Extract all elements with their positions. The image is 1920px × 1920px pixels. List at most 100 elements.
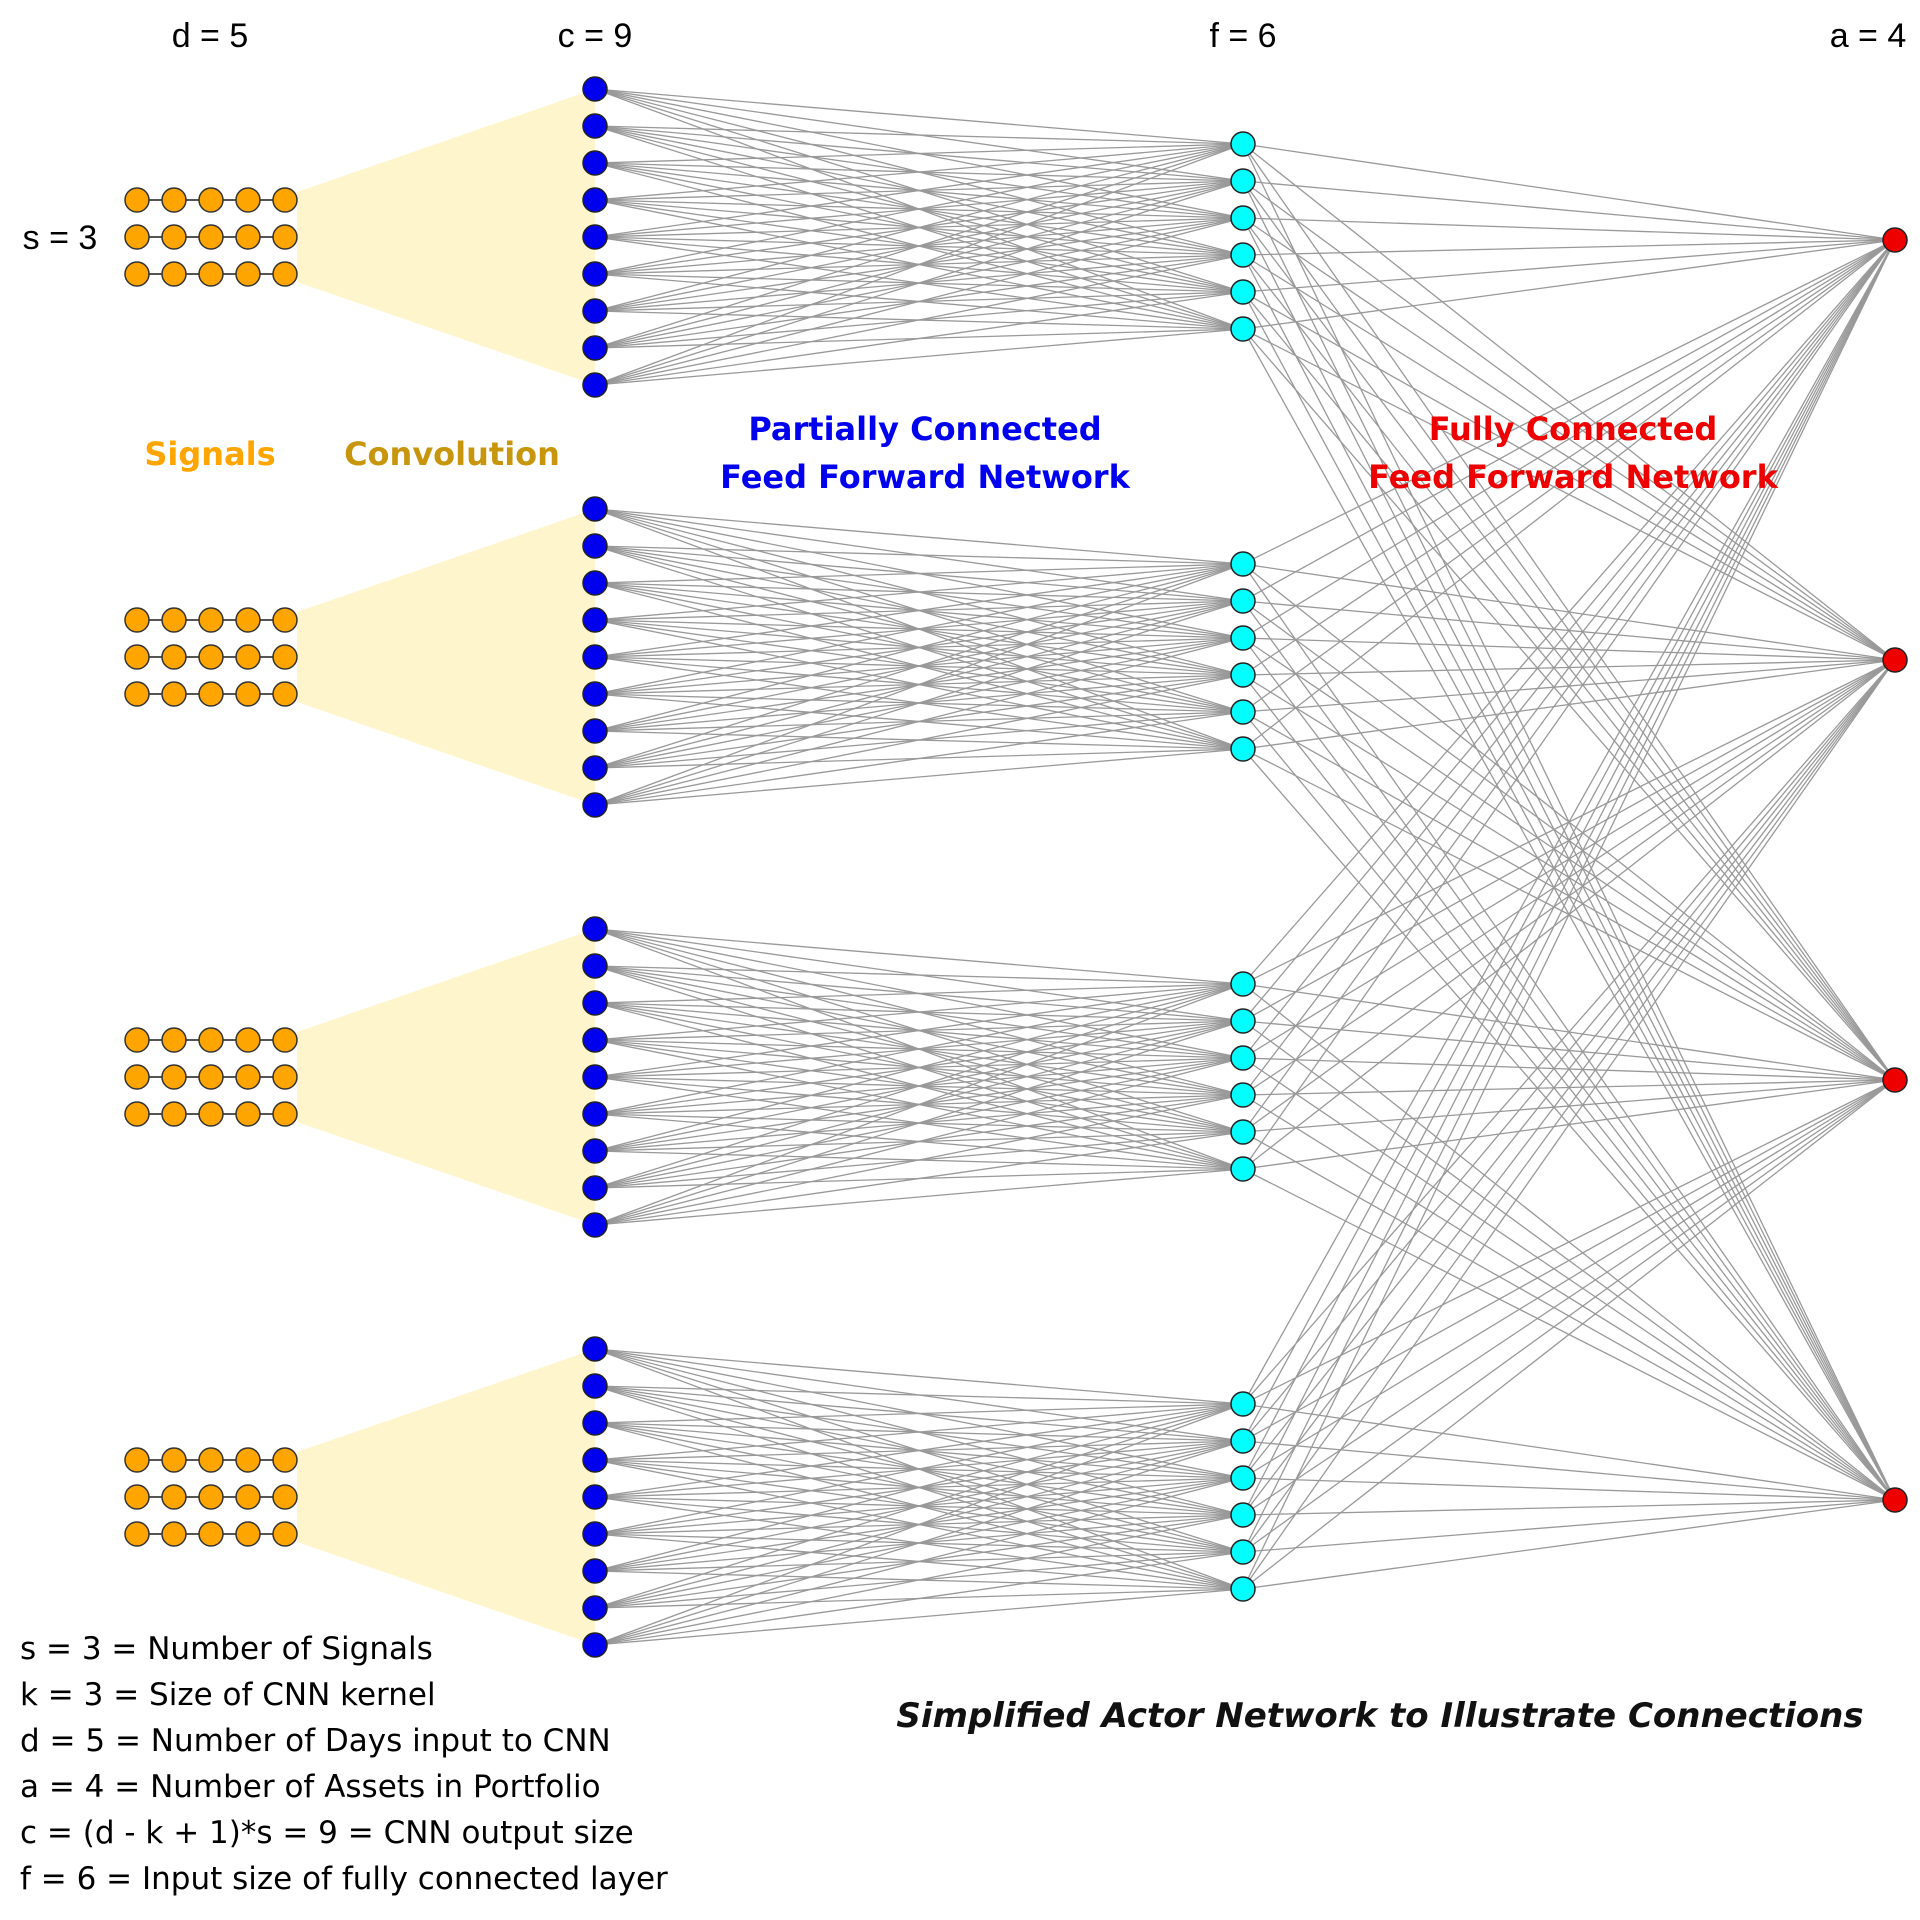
full-edge (1242, 217, 1896, 241)
partial-edge (594, 291, 1244, 386)
signal-node (124, 1521, 150, 1547)
full-edge (1242, 239, 1896, 256)
cnn-node (582, 1632, 608, 1658)
full-edge (1242, 239, 1896, 602)
cnn-node (582, 570, 608, 596)
legend-line-assets: a = 4 = Number of Assets in Portfolio (20, 1769, 601, 1805)
full-edge (1242, 239, 1896, 1479)
signal-node (198, 607, 224, 633)
cnn-node (582, 187, 608, 213)
fc-input-node (1230, 551, 1256, 577)
signal-node (124, 1447, 150, 1473)
header-s-label: s = 3 (23, 219, 98, 257)
partial-edge (594, 563, 1244, 806)
signal-node (124, 224, 150, 250)
partial-edge (594, 983, 1244, 1226)
full-edge (1242, 1440, 1896, 1501)
partial-edge (594, 711, 1244, 806)
signal-node (198, 261, 224, 287)
partial-edge (594, 88, 1244, 145)
signal-node (124, 1064, 150, 1090)
full-edge (1242, 239, 1896, 1170)
cnn-node (582, 1336, 608, 1362)
legend-line-fc-input: f = 6 = Input size of fully connected la… (20, 1861, 668, 1897)
signal-node (272, 1484, 298, 1510)
fc-input-node (1230, 168, 1256, 194)
full-edge (1242, 659, 1896, 1479)
partial-edge (594, 748, 1244, 806)
convolution-label: Convolution (344, 435, 560, 473)
cnn-node (582, 372, 608, 398)
partial-edge (594, 217, 1244, 386)
partial-edge (594, 143, 1244, 201)
full-edge (1242, 1079, 1896, 1442)
partial-edge (594, 983, 1244, 1004)
full-edge (1242, 659, 1896, 1442)
partial-edge (594, 983, 1244, 1115)
fc-input-node (1230, 1045, 1256, 1071)
signal-node (161, 224, 187, 250)
header-d-label: d = 5 (172, 17, 249, 55)
signal-node (124, 187, 150, 213)
signal-node (124, 644, 150, 670)
fc-input-node (1230, 1119, 1256, 1145)
full-edge (1242, 239, 1896, 1590)
legend: s = 3 = Number of Signals k = 3 = Size o… (20, 1631, 668, 1897)
full-edge (1242, 1079, 1896, 1553)
network-nodes (124, 76, 1908, 1658)
partial-edge (594, 1440, 1244, 1646)
signal-node (272, 1027, 298, 1053)
signal-node (272, 681, 298, 707)
full-edge (1242, 1079, 1896, 1516)
full-edge (1242, 1403, 1896, 1501)
convolution-cone-1 (297, 89, 595, 385)
signal-node (235, 1064, 261, 1090)
signal-node (272, 1521, 298, 1547)
signal-node (198, 644, 224, 670)
partial-edge (594, 965, 1244, 985)
signal-node (235, 261, 261, 287)
partial-edge (594, 983, 1244, 1041)
signal-node (124, 681, 150, 707)
signal-node (235, 1027, 261, 1053)
partial-edge (594, 143, 1244, 275)
partial-edge (594, 328, 1244, 386)
fc-input-node (1230, 1008, 1256, 1034)
partial-edge (594, 1588, 1244, 1646)
fc-input-node (1230, 1502, 1256, 1528)
partial-edge (594, 545, 1244, 565)
full-edge (1242, 239, 1896, 639)
partial-edge (594, 1131, 1244, 1226)
fc-input-node (1230, 316, 1256, 342)
partial-edge (594, 563, 1244, 658)
cnn-node (582, 755, 608, 781)
full-edge (1242, 180, 1896, 241)
partial-edge (594, 1348, 1244, 1405)
full-edge (1242, 1499, 1896, 1553)
cnn-node (582, 916, 608, 942)
cnn-node (582, 1212, 608, 1238)
partial-edge (594, 143, 1244, 349)
cnn-node (582, 1447, 608, 1473)
signal-node (272, 224, 298, 250)
diagram-caption: Simplified Actor Network to Illustrate C… (896, 1696, 1863, 1736)
cnn-node (582, 113, 608, 139)
header-a-label: a = 4 (1830, 17, 1907, 55)
fc-input-node (1230, 971, 1256, 997)
convolution-cone-2 (297, 509, 595, 805)
cnn-node (582, 1027, 608, 1053)
cnn-node (582, 953, 608, 979)
convolution-regions (297, 89, 595, 1645)
full-edge (1242, 239, 1896, 1516)
signal-node (124, 261, 150, 287)
signal-node (198, 224, 224, 250)
partial-edge (594, 637, 1244, 806)
partial-edge (594, 1094, 1244, 1226)
header-c-label: c = 9 (558, 17, 633, 55)
signal-node (161, 1101, 187, 1127)
cnn-node (582, 1373, 608, 1399)
full-edge (1242, 239, 1896, 1553)
full-edge (1242, 1499, 1896, 1590)
partial-edge (594, 1403, 1244, 1461)
partial-edge (594, 1477, 1244, 1646)
